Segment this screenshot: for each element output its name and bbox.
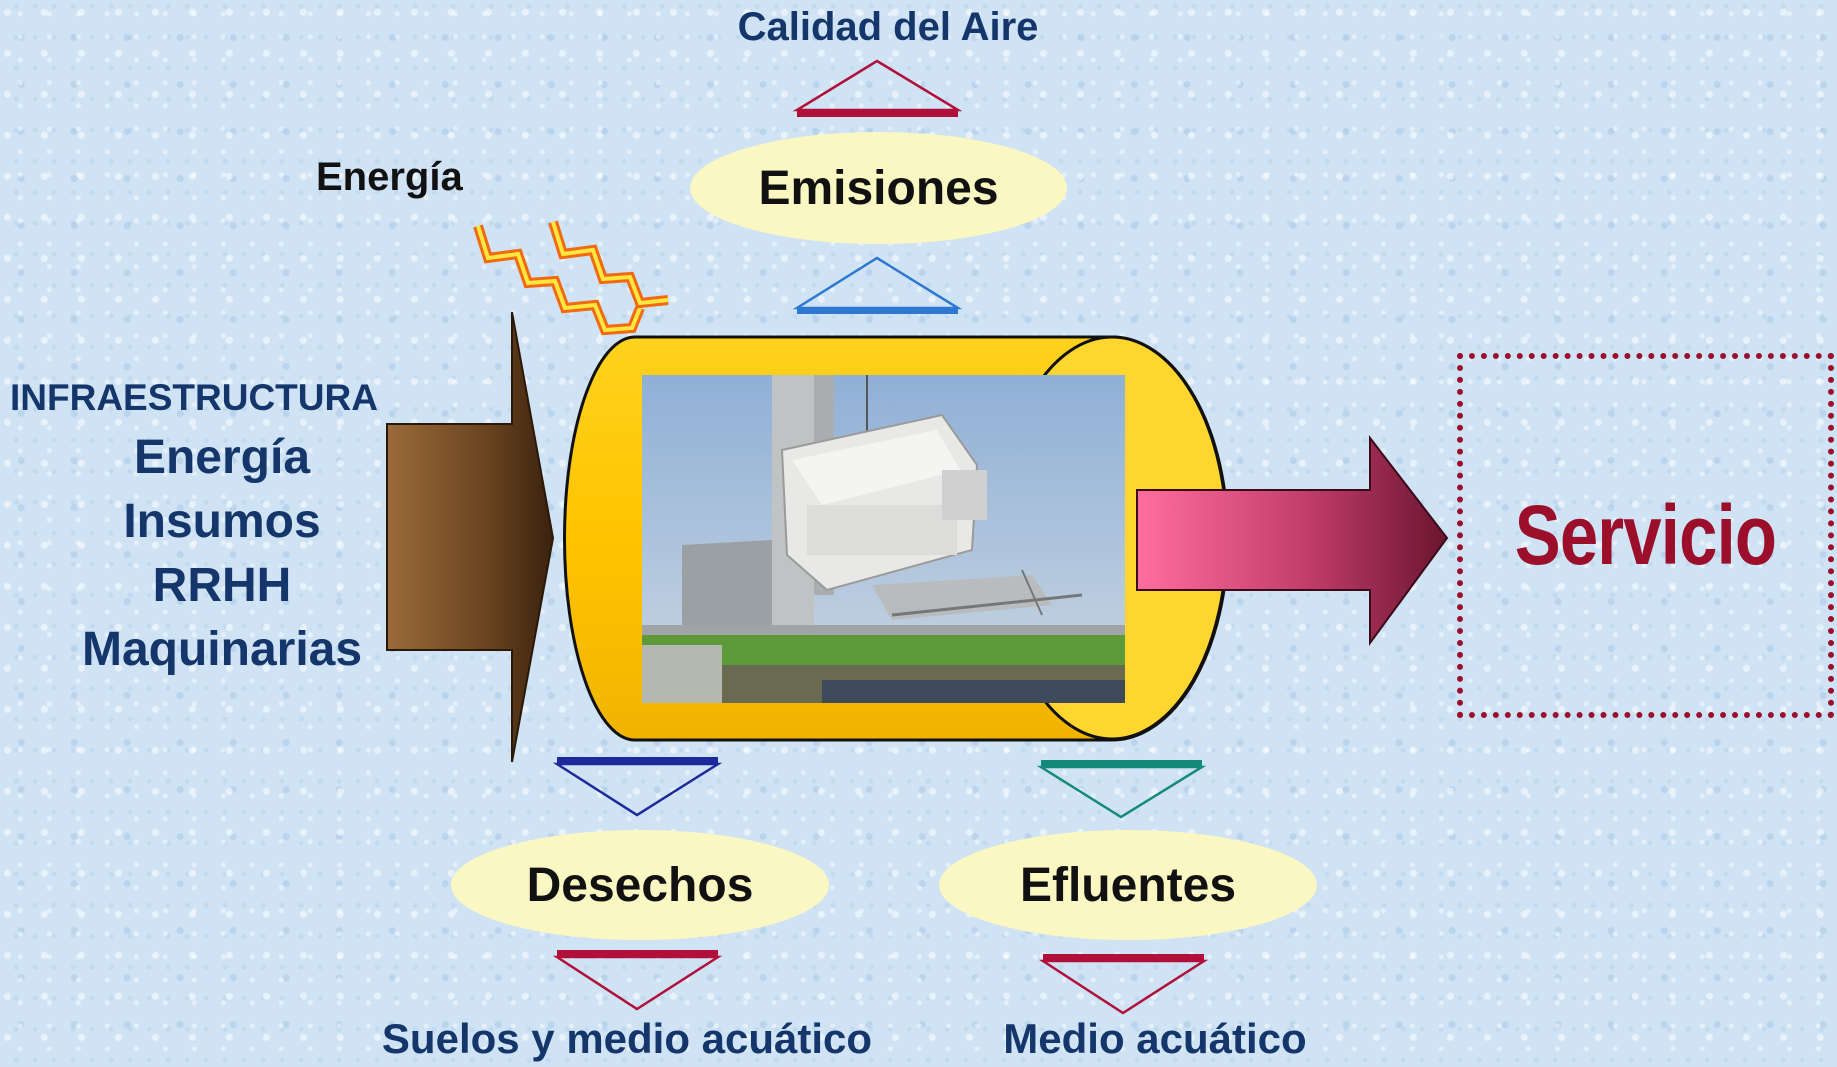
emissions-bubble: Emisiones (690, 132, 1067, 244)
emissions-up-triangle-icon (792, 256, 963, 314)
energy-label: Energía (316, 155, 463, 199)
input-item-hr: RRHH (152, 559, 292, 612)
waste-down-triangle-icon (552, 757, 723, 817)
waste-label: Desechos (526, 858, 754, 912)
effluents-label: Efluentes (1019, 858, 1237, 912)
input-item-machinery: Maquinarias (81, 623, 363, 676)
soils-down-triangle-icon (552, 950, 723, 1011)
service-label: Servicio (1514, 488, 1777, 582)
emissions-label: Emisiones (758, 161, 999, 215)
output-arrow (1136, 435, 1449, 647)
inputs-header: INFRAESTRUCTURA (10, 377, 378, 418)
effluents-bubble: Efluentes (939, 830, 1317, 940)
port-crane-photo (642, 375, 1125, 703)
energy-zigzag-icon (473, 220, 669, 336)
input-item-supplies: Insumos (123, 495, 321, 548)
input-arrow (386, 311, 555, 763)
soils-label: Suelos y medio acuático (381, 1015, 873, 1062)
service-box: Servicio (1457, 353, 1834, 718)
effluent-down-triangle-icon (1036, 760, 1207, 819)
aquatic-label: Medio acuático (1003, 1015, 1307, 1062)
air-quality-label: Calidad del Aire (737, 5, 1039, 49)
input-item-energy: Energía (133, 431, 311, 484)
aquatic-down-triangle-icon (1038, 954, 1209, 1015)
air-up-triangle-icon (792, 59, 963, 117)
waste-bubble: Desechos (451, 830, 829, 940)
